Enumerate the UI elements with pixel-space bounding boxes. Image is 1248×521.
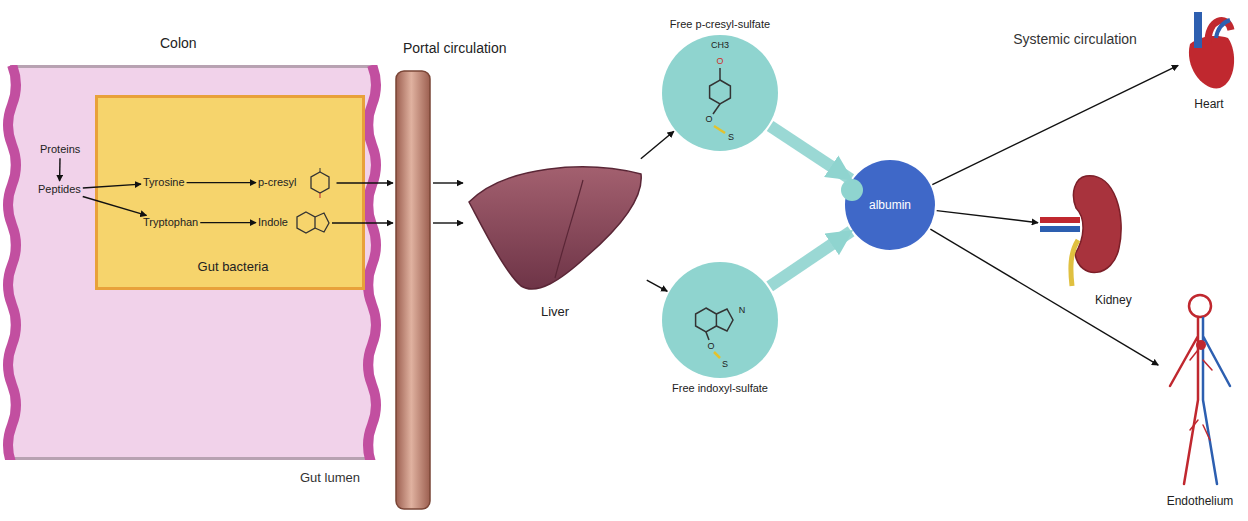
- node-text: Gut bacteria: [198, 259, 269, 275]
- flow-arrow: [59, 158, 61, 181]
- atom-label: CH3: [711, 41, 729, 51]
- node-text: Tyrosine: [143, 176, 185, 189]
- node-text: Heart: [1194, 97, 1223, 111]
- p-cresol-structure: [305, 168, 335, 198]
- metabolite-node: p-cresyl: [258, 168, 335, 198]
- node-text: Tryptophan: [143, 216, 198, 229]
- metabolite-node: Peptides: [38, 183, 81, 196]
- atom-label: N: [739, 306, 746, 316]
- section-heading: Systemic circulation: [1013, 32, 1137, 47]
- liver-illustration: [465, 160, 645, 300]
- portal-vein: [395, 70, 431, 510]
- albumin-circle: albumin: [845, 160, 935, 250]
- flow-arrow: [932, 65, 1178, 184]
- flow-arrow: [187, 182, 256, 183]
- node-text: Proteins: [40, 143, 80, 156]
- metabolite-node: Indole: [258, 208, 330, 238]
- flow-arrow: [433, 182, 463, 183]
- node-text: Free p-cresyl-sulfate: [670, 18, 770, 31]
- flow-arrow: [930, 229, 1158, 365]
- vascular-figure: [1160, 290, 1240, 490]
- node-text: Endothelium: [1167, 494, 1234, 508]
- node-text: albumin: [869, 198, 911, 212]
- node-text: Peptides: [38, 183, 81, 196]
- organ-node: Kidney: [1040, 168, 1125, 288]
- gut-bacteria-box: Gut bacteria Tyrosine p-cresylTryptophan In…: [95, 95, 365, 290]
- portal-vein-node: Portal circulation: [395, 70, 431, 510]
- flow-arrow: [641, 131, 674, 158]
- p-cresyl-sulfate-molecule: [710, 68, 731, 133]
- node-text: Colon: [160, 35, 197, 52]
- binding-arrow: [770, 126, 851, 179]
- toxin-circle: Free indoxyl-sulfate: [662, 262, 778, 378]
- metabolite-node: Proteins: [40, 143, 80, 156]
- heart-illustration: [1180, 8, 1238, 93]
- colon-band: ColonGut bacteriaTyrosinep-cresylTryptop…: [0, 65, 385, 460]
- flow-arrow: [332, 222, 393, 223]
- kidney-illustration: [1040, 168, 1125, 288]
- atom-label: O: [705, 115, 712, 125]
- metabolite-node: Tryptophan: [143, 216, 198, 229]
- atom-label: O: [716, 57, 723, 67]
- atom-label: O: [707, 342, 714, 352]
- node-text: Liver: [541, 304, 569, 320]
- node-text: Kidney: [1095, 293, 1132, 307]
- liver-node: Liver: [465, 160, 645, 300]
- region-label: Gut lumen: [300, 471, 360, 485]
- organ-node: Heart: [1180, 8, 1238, 93]
- binding-site: [841, 179, 863, 201]
- atom-label: S: [728, 133, 734, 143]
- flow-arrow: [647, 280, 668, 291]
- flow-arrow: [937, 211, 1038, 223]
- organ-node: Endothelium: [1160, 290, 1240, 490]
- flow-arrow: [200, 222, 256, 223]
- node-text: p-cresyl: [258, 176, 297, 189]
- indoxyl-sulfate-molecule: [696, 308, 733, 358]
- flow-arrow: [433, 222, 463, 223]
- flow-arrow: [83, 197, 147, 216]
- binding-arrow: [770, 231, 851, 286]
- toxin-circle: Free p-cresyl-sulfate: [662, 35, 778, 151]
- atom-label: S: [722, 360, 728, 370]
- flow-arrow: [337, 182, 393, 183]
- flow-arrow: [83, 184, 141, 188]
- metabolite-node: Tyrosine: [143, 176, 185, 189]
- node-text: Free indoxyl-sulfate: [672, 382, 768, 395]
- node-text: Indole: [258, 216, 288, 229]
- indole-structure: [296, 208, 330, 238]
- node-text: Portal circulation: [403, 40, 507, 57]
